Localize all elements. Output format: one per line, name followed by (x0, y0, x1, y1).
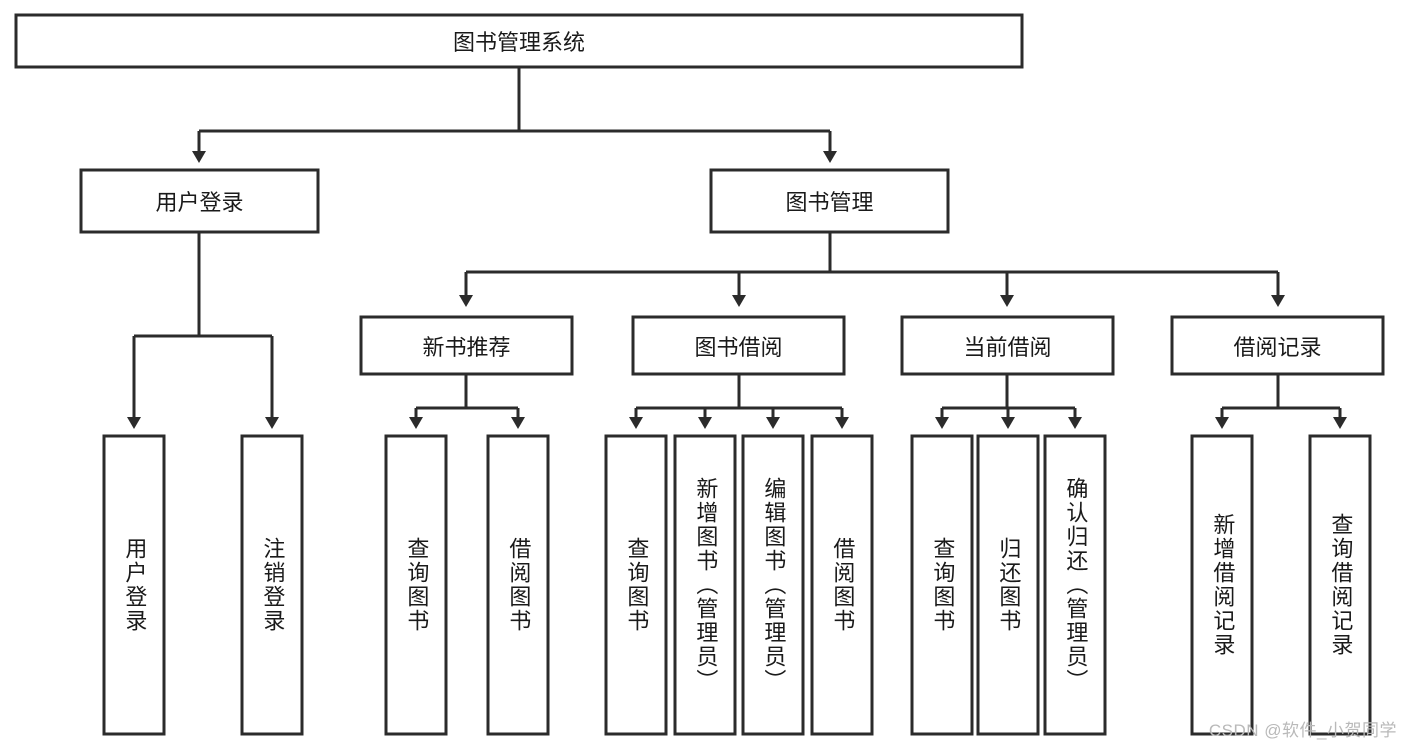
node-current-borrow[interactable] (900, 315, 1115, 376)
node-leaf-add-record[interactable] (1190, 434, 1254, 736)
node-leaf-borrow-book-1[interactable] (486, 434, 550, 736)
node-borrow-record[interactable] (1170, 315, 1385, 376)
node-leaf-borrow-book-2[interactable] (810, 434, 874, 736)
node-leaf-confirm-return[interactable] (1043, 434, 1107, 736)
node-root[interactable] (14, 13, 1024, 69)
node-leaf-query-book-1[interactable] (384, 434, 448, 736)
connector-userlogin-to-leaves (127, 232, 279, 429)
connector-bookborrow-to-leaves (629, 374, 849, 429)
node-leaf-user-login[interactable] (102, 434, 166, 736)
node-leaf-query-book-2[interactable] (604, 434, 668, 736)
connector-newbook-to-leaves (409, 374, 525, 429)
connector-root-to-level1 (192, 67, 837, 163)
node-leaf-query-record[interactable] (1308, 434, 1372, 736)
node-user-login[interactable] (79, 168, 320, 234)
node-book-borrow[interactable] (631, 315, 846, 376)
node-leaf-add-book[interactable] (673, 434, 737, 736)
node-leaf-edit-book[interactable] (741, 434, 805, 736)
connector-bookmanage-to-level2 (459, 232, 1285, 307)
node-new-book-recommend[interactable] (359, 315, 574, 376)
node-leaf-logout[interactable] (240, 434, 304, 736)
connector-currentborrow-to-leaves (935, 374, 1082, 429)
node-leaf-return-book[interactable] (976, 434, 1040, 736)
node-book-manage[interactable] (709, 168, 950, 234)
node-leaf-query-book-3[interactable] (910, 434, 974, 736)
connector-borrowrecord-to-leaves (1215, 374, 1347, 429)
